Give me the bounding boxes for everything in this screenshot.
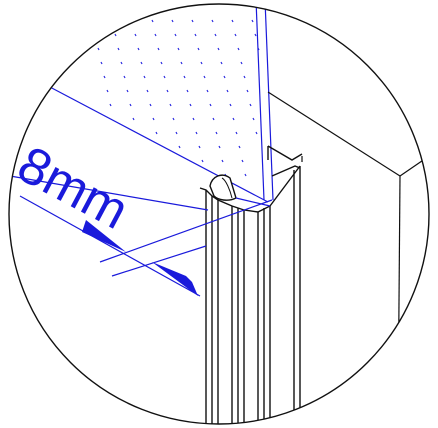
dimension-extension-line-lower-2	[111, 245, 207, 277]
glass-dot	[169, 103, 172, 107]
glass-dot	[149, 103, 152, 107]
glass-dot	[198, 145, 201, 149]
glass-dot	[237, 47, 240, 51]
glass-dot	[117, 47, 120, 51]
glass-dot	[200, 61, 203, 65]
glass-dot	[206, 89, 209, 93]
glass-dot	[246, 89, 249, 93]
glass-dot	[166, 89, 169, 93]
glass-panel	[56, 10, 268, 200]
glass-dot	[243, 75, 246, 79]
glass-dot	[114, 33, 117, 37]
dimension-extension-line-lower	[99, 199, 273, 263]
glass-dot	[231, 19, 234, 23]
glass-edge-right	[264, 4, 274, 201]
glass-dot	[197, 47, 200, 51]
seal-profile	[199, 145, 303, 424]
glass-dot	[183, 75, 186, 79]
glass-dot	[178, 145, 181, 149]
glass-dot	[155, 131, 158, 135]
glass-dot	[186, 89, 189, 93]
glass-dot	[194, 33, 197, 37]
glass-dot	[254, 33, 257, 37]
glass-dot	[189, 103, 192, 107]
glass-dot	[140, 61, 143, 65]
glass-dot	[191, 19, 194, 23]
glass-dot	[235, 131, 238, 135]
glass-dot	[151, 19, 154, 23]
glass-dot	[97, 47, 100, 51]
glass-dot	[255, 131, 258, 135]
glass-dot	[146, 89, 149, 93]
glass-dot	[174, 33, 177, 37]
glass-dot	[232, 117, 235, 121]
glass-dot	[234, 33, 237, 37]
glass-dot	[238, 145, 241, 149]
glass-dot	[177, 47, 180, 51]
glass-dot	[109, 103, 112, 107]
glass-dot	[214, 33, 217, 37]
glass-dot	[175, 131, 178, 135]
glass-dot	[241, 159, 244, 163]
glass-dot	[160, 61, 163, 65]
glass-dot	[154, 33, 157, 37]
glass-edge-left	[255, 4, 265, 201]
glass-dot	[134, 33, 137, 37]
glass-dot	[226, 89, 229, 93]
glass-dot	[163, 75, 166, 79]
glass-dot	[209, 103, 212, 107]
glass-dot	[223, 75, 226, 79]
glass-dot	[152, 117, 155, 121]
glass-dot	[123, 75, 126, 79]
dimension-arrow-lower	[152, 262, 198, 296]
glass-dot	[215, 131, 218, 135]
glass-dot	[91, 19, 94, 23]
glass-dot	[244, 173, 247, 177]
glass-dot	[212, 117, 215, 121]
glass-dot	[137, 47, 140, 51]
glass-dots-pattern	[91, 19, 260, 177]
glass-dot	[129, 103, 132, 107]
glass-dot	[171, 19, 174, 23]
glass-dot	[94, 33, 97, 37]
glass-dot	[217, 47, 220, 51]
glass-dot	[103, 75, 106, 79]
glass-dot	[192, 117, 195, 121]
glass-dot	[220, 61, 223, 65]
dimension-annotation	[9, 175, 273, 297]
detail-circle-border	[8, 3, 430, 425]
glass-dot	[221, 159, 224, 163]
glass-dot	[180, 61, 183, 65]
glass-dot	[106, 89, 109, 93]
glass-dot	[131, 19, 134, 23]
glass-dot	[111, 19, 114, 23]
glass-dot	[195, 131, 198, 135]
glass-dot	[201, 159, 204, 163]
glass-dot	[126, 89, 129, 93]
glass-dot	[229, 103, 232, 107]
glass-dot	[251, 19, 254, 23]
glass-dot	[240, 61, 243, 65]
dimension-line	[19, 195, 201, 297]
glass-dot	[211, 19, 214, 23]
glass-dot	[252, 117, 255, 121]
dimension-extension-line-upper	[9, 175, 209, 211]
glass-dot	[132, 117, 135, 121]
glass-bottom-guide	[235, 197, 271, 207]
glass-dot	[203, 75, 206, 79]
glass-dot	[249, 103, 252, 107]
glass-dot	[157, 47, 160, 51]
glass-dot	[143, 75, 146, 79]
glass-dot	[100, 61, 103, 65]
glass-dot	[218, 145, 221, 149]
dimension-arrow-upper	[82, 220, 126, 252]
glass-dot	[172, 117, 175, 121]
glass-dot	[120, 61, 123, 65]
